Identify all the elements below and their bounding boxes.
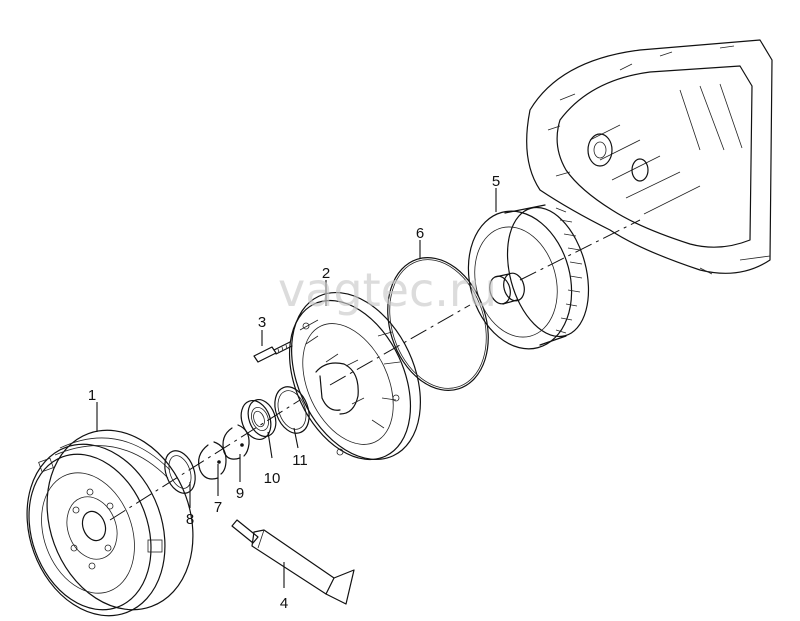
gearbox-housing (526, 39, 773, 275)
circlip-part-8 (164, 450, 196, 494)
callout-4: 4 (280, 595, 288, 612)
oil-pump-cover-part-2 (288, 291, 421, 461)
grease-tube-part-4 (231, 519, 355, 605)
callout-10: 10 (264, 470, 281, 487)
callout-5: 5 (492, 173, 500, 190)
snap-ring-part-7 (198, 441, 227, 480)
bolt-part-3 (253, 341, 293, 363)
callout-1: 1 (88, 387, 96, 404)
watermark-text: vagtec.ru (278, 263, 497, 317)
callout-7: 7 (214, 499, 222, 516)
clutch-drum-part-5 (467, 204, 590, 350)
leader-lines (96, 188, 497, 588)
callout-9: 9 (236, 485, 244, 502)
o-ring-part-11 (274, 386, 310, 434)
callout-2: 2 (322, 265, 330, 282)
callout-11: 11 (292, 452, 308, 469)
callout-3: 3 (258, 314, 266, 331)
shaft-seal-part-10 (240, 399, 277, 440)
circlip-part-9 (222, 424, 250, 460)
torque-converter-part-1 (26, 429, 194, 617)
callout-6: 6 (416, 225, 424, 242)
callout-8: 8 (186, 511, 194, 528)
